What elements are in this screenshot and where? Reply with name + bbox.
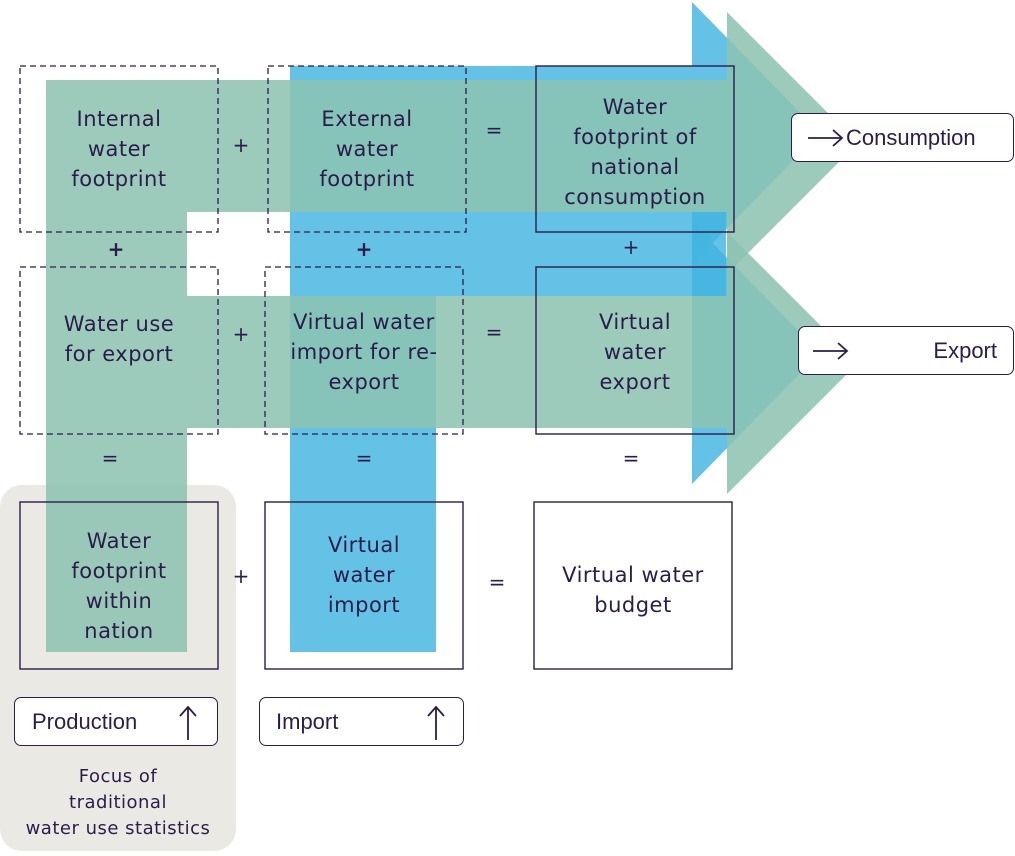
import-text: Import [276,708,339,734]
focus-caption: Focus of traditional water use statistic… [0,764,236,842]
virtual-water-budget: Virtual water budget [562,563,704,617]
consumption-label: Consumption [791,113,1014,162]
equals-sign: = [355,446,373,470]
focus-line-3: water use statistics [25,818,211,839]
equals-sign: = [488,570,506,594]
virtual-water-import-reexport: Virtual water import for re- export [290,310,438,394]
consumption-text: Consumption [846,124,976,150]
production-text: Production [32,708,138,734]
virtual-water-import: Virtual water import [327,532,401,617]
focus-line-1: Focus of [78,766,158,787]
water-footprint-national-consumption: Water footprint of national consumption [564,95,706,209]
equals-sign: = [485,320,503,344]
plus-sign: + [622,235,640,259]
plus-sign: + [355,237,373,261]
arrow-up-icon [427,705,445,740]
plus-sign: + [232,133,250,157]
arrow-right-icon [808,129,844,147]
plus-sign: + [232,564,250,588]
plus-sign: + [107,237,125,261]
water-footprint-within-nation: Water footprint within nation [71,528,167,643]
internal-water-footprint: Internal water footprint [71,107,167,191]
virtual-water-export: Virtual water export [598,310,672,394]
equals-sign: = [101,446,119,470]
import-label: Import [259,697,464,746]
equals-sign: = [485,118,503,142]
solid-boxes [19,65,735,670]
dashed-boxes [19,65,467,435]
external-water-footprint: External water footprint [319,107,415,191]
export-text: Export [933,337,997,363]
production-label: Production [14,697,218,746]
arrow-up-icon [179,705,197,740]
water-use-for-export: Water use for export [63,312,175,366]
plus-sign: + [232,322,250,346]
arrow-right-icon [813,342,849,360]
equals-sign: = [622,446,640,470]
focus-line-2: traditional [69,792,167,813]
budget-box [533,501,733,670]
export-label: Export [798,326,1014,375]
